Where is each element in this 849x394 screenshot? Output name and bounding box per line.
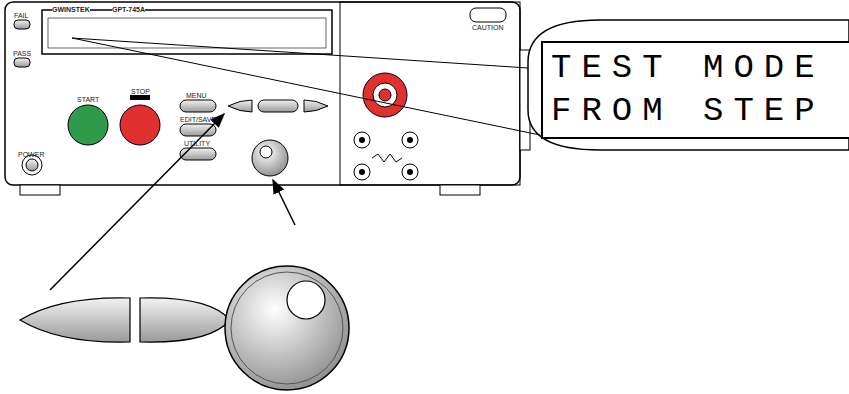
button-label: POWER [18, 151, 44, 158]
button-label: PASS [13, 50, 31, 57]
button-label: FAIL [14, 12, 28, 19]
lcd-line: FROM STEP [551, 90, 849, 133]
warning-label: CAUTION [472, 24, 504, 31]
brand-label: GWINSTEK [52, 6, 90, 13]
button-label: MENU [186, 92, 207, 99]
lcd-callout: TEST MODEFROM STEP [541, 41, 849, 139]
button-label: EDIT/SAVE [180, 116, 216, 123]
model-label: GPT-745A [112, 6, 145, 13]
button-label: START [77, 96, 99, 103]
lcd-line: TEST MODE [551, 47, 849, 90]
button-label: STOP [131, 88, 150, 95]
button-label: UTILITY [184, 140, 210, 147]
